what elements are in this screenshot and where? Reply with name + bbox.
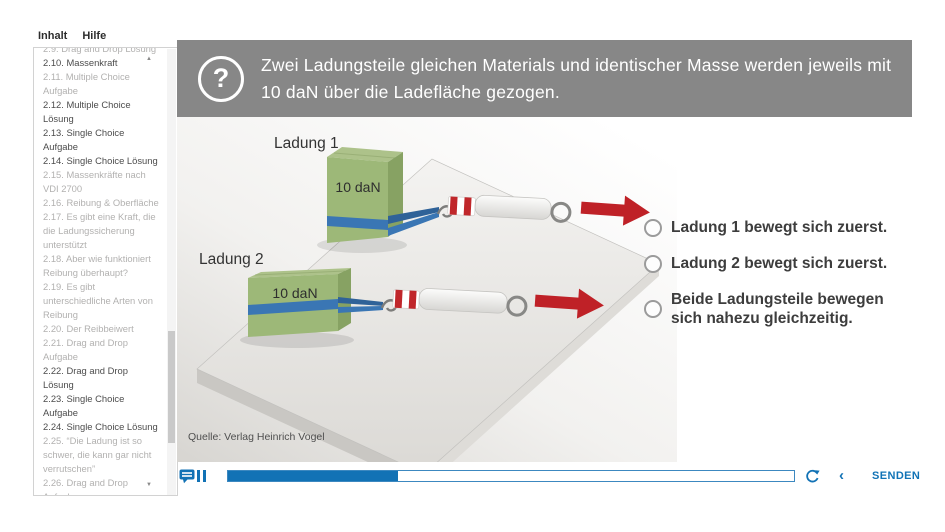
- cargo-strap-2: [248, 297, 383, 315]
- toc-scrollbar-thumb[interactable]: [168, 331, 175, 443]
- illustration: Ladung 1 10 daN Ladung 2 10 daN Quelle: …: [177, 117, 677, 462]
- sidebar-item[interactable]: 2.11. Multiple Choice Aufgabe: [43, 71, 130, 96]
- tab-inhalt[interactable]: Inhalt: [38, 30, 68, 42]
- radio-button[interactable]: [644, 300, 662, 318]
- sidebar-item[interactable]: 2.13. Single Choice Aufgabe: [43, 127, 125, 152]
- submit-button[interactable]: SENDEN: [872, 470, 921, 482]
- question-text: Zwei Ladungsteile gleichen Materials und…: [261, 54, 892, 102]
- sidebar-item[interactable]: 2.9. Drag and Drop Lösung: [43, 47, 157, 54]
- sidebar-item[interactable]: 2.22. Drag and Drop Lösung: [43, 365, 128, 390]
- sidebar-item[interactable]: 2.24. Single Choice Lösung: [43, 421, 158, 432]
- table-of-contents: 2.9. Drag and Drop Lösung 2.10. Massenkra…: [33, 47, 178, 496]
- answer-option[interactable]: Ladung 1 bewegt sich zuerst.: [644, 218, 940, 237]
- toc-list: 2.9. Drag and Drop Lösung 2.10. Massenkra…: [34, 47, 177, 495]
- toc-scrollbar[interactable]: [167, 49, 176, 495]
- load2-force-label: 10 daN: [272, 285, 317, 301]
- sidebar-item[interactable]: 2.26. Drag and Drop Aufgabe: [43, 477, 128, 495]
- answer-option[interactable]: Ladung 2 bewegt sich zuerst.: [644, 254, 940, 273]
- sidebar-item[interactable]: 2.12. Multiple Choice Lösung: [43, 99, 131, 124]
- sidebar-tabs: Inhalt Hilfe: [38, 30, 106, 42]
- playback-bar: ‹ SENDEN: [177, 467, 921, 487]
- pull-arrow-1: [580, 195, 650, 226]
- load2-label: Ladung 2: [199, 251, 264, 268]
- force-gauge-1: [447, 194, 572, 223]
- scroll-up-icon[interactable]: ▲: [146, 56, 152, 62]
- pull-arrow-2: [534, 288, 604, 319]
- pause-icon[interactable]: [197, 470, 206, 482]
- replay-icon[interactable]: [804, 468, 821, 485]
- answer-option[interactable]: Beide Ladungsteile bewegen sich nahezu g…: [644, 290, 940, 328]
- progress-fill: [228, 471, 398, 481]
- radio-button[interactable]: [644, 218, 662, 237]
- gauge-ring-2: [506, 295, 528, 317]
- sidebar-item[interactable]: 2.23. Single Choice Aufgabe: [43, 393, 125, 418]
- tab-hilfe[interactable]: Hilfe: [82, 30, 107, 42]
- captions-icon[interactable]: [179, 469, 195, 484]
- load1-label: Ladung 1: [274, 135, 339, 152]
- sidebar-item[interactable]: 2.16. Reibung & Oberfläche: [43, 197, 159, 208]
- radio-button[interactable]: [644, 254, 662, 273]
- sidebar-item[interactable]: 2.20. Der Reibbeiwert: [43, 323, 134, 334]
- answer-options: Ladung 1 bewegt sich zuerst. Ladung 2 bew…: [644, 218, 940, 328]
- sidebar-item[interactable]: 2.15. Massenkräfte nach VDI 2700: [43, 169, 146, 194]
- sidebar-item[interactable]: 2.25. “Die Ladung ist so schwer, die kan…: [43, 435, 152, 474]
- question-mark-icon: ?: [198, 55, 244, 102]
- answer-label: Ladung 1 bewegt sich zuerst.: [671, 219, 888, 236]
- question-header: ? Zwei Ladungsteile gleichen Materials u…: [177, 40, 912, 117]
- cargo-strap-1: [327, 207, 439, 236]
- sidebar-item[interactable]: 2.10. Massenkraft: [43, 57, 118, 68]
- sidebar-item[interactable]: 2.21. Drag and Drop Aufgabe: [43, 337, 128, 362]
- sidebar-item[interactable]: 2.18. Aber wie funktioniert Reibung über…: [43, 253, 151, 278]
- load1-force-label: 10 daN: [335, 179, 380, 195]
- source-caption: Quelle: Verlag Heinrich Vogel: [188, 431, 325, 443]
- sidebar-item[interactable]: 2.14. Single Choice Lösung: [43, 155, 158, 166]
- back-chevron-icon[interactable]: ‹: [839, 467, 844, 484]
- answer-label: Ladung 2 bewegt sich zuerst.: [671, 255, 888, 272]
- scroll-down-icon[interactable]: ▼: [146, 482, 152, 488]
- sidebar-item[interactable]: 2.17. Es gibt eine Kraft, die die Ladung…: [43, 211, 156, 250]
- progress-bar[interactable]: [227, 470, 795, 482]
- answer-label: Beide Ladungsteile bewegen sich nahezu g…: [671, 291, 884, 327]
- sidebar-item[interactable]: 2.19. Es gibt unterschiedliche Arten von…: [43, 281, 153, 320]
- gauge-ring-1: [550, 201, 572, 223]
- force-gauge-2: [392, 288, 528, 317]
